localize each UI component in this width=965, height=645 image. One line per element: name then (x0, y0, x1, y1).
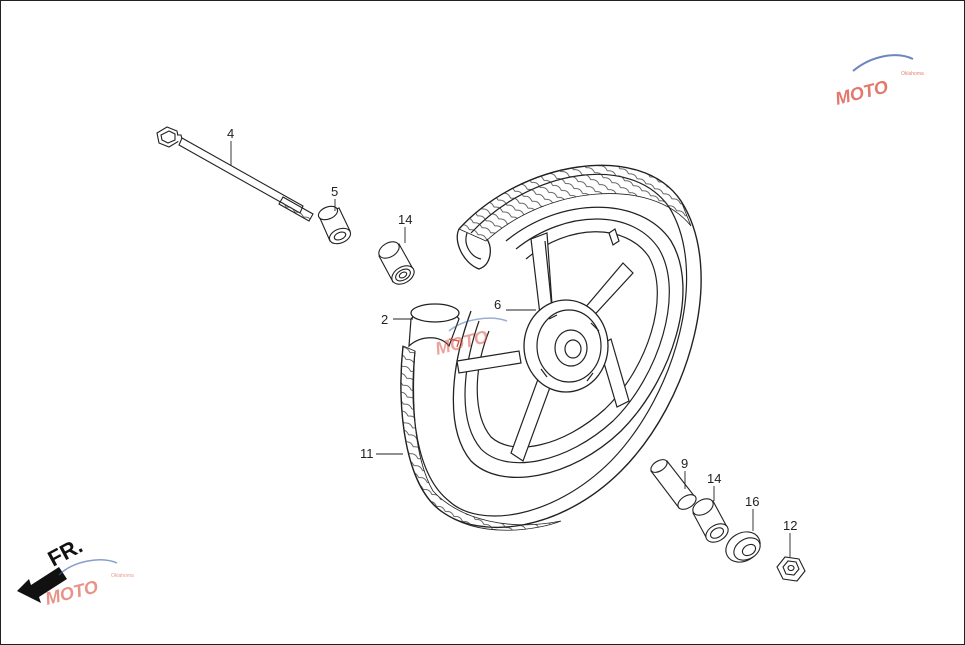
collar-right (650, 459, 697, 510)
oil-seal (725, 531, 761, 563)
callout-2: 2 (381, 312, 388, 327)
leader-lines (230, 141, 791, 557)
callout-14-right: 14 (707, 471, 721, 486)
watermark-sub-text: Oklahoma (901, 71, 924, 77)
callout-9: 9 (681, 456, 688, 471)
watermark-top-right: MOTO Oklahoma (833, 54, 924, 109)
tube-section (408, 303, 460, 348)
watermark-logo-text: MOTO (833, 76, 890, 108)
collar-spacer (317, 205, 352, 245)
callout-16: 16 (745, 494, 759, 509)
arrow-left-icon (17, 567, 67, 603)
callout-12: 12 (783, 518, 797, 533)
callout-6: 6 (494, 297, 501, 312)
axle-nut (776, 556, 806, 582)
callout-14-left: 14 (398, 212, 412, 227)
wheel-assembly (400, 164, 702, 531)
watermark-sub-text: Oklahoma (111, 573, 134, 579)
bearing-right (692, 498, 729, 543)
callout-11: 11 (360, 446, 374, 461)
callout-5: 5 (331, 184, 338, 199)
front-label: FR. (44, 533, 87, 572)
bearing-left (378, 241, 415, 285)
callout-4: 4 (227, 126, 234, 141)
axle-bolt (156, 126, 314, 222)
